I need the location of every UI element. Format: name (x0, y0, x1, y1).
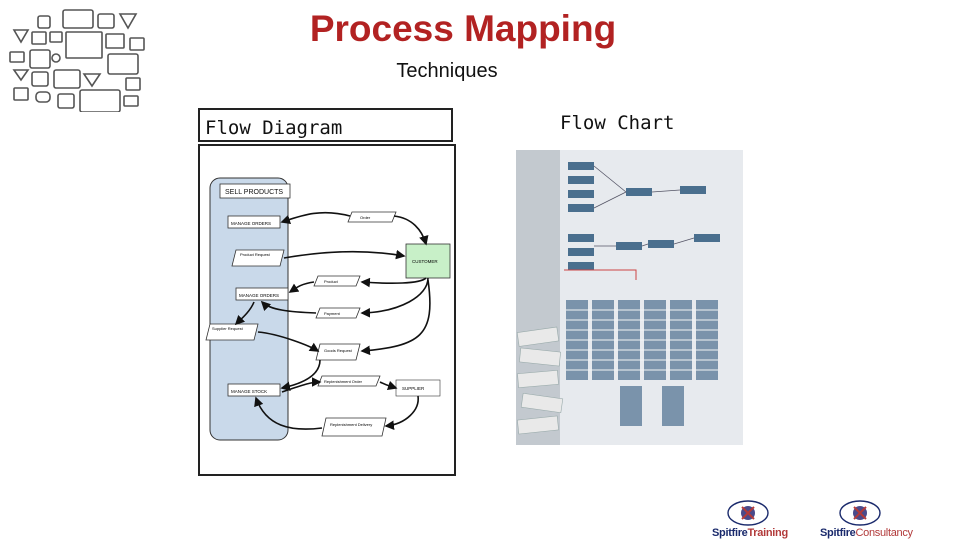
connector (393, 215, 429, 246)
flow-diagram: SELL PRODUCTS MANAGE ORDERS MANAGE ORDER… (205, 177, 451, 441)
flow-replenishment-delivery (321, 417, 387, 437)
shapes-doodle-icon (9, 9, 145, 112)
page-subtitle: Techniques (396, 60, 498, 82)
logo-spitfire-consultancy: SpitfireConsultancy (820, 492, 913, 539)
connector (234, 301, 255, 326)
logo-training-brand: Spitfire (712, 527, 748, 539)
svg-text:Payment: Payment (324, 311, 341, 316)
logo-consultancy-suffix: Consultancy (855, 527, 914, 539)
swimlane-title-box (219, 183, 291, 199)
logo-spitfire-training: SpitfireTraining (712, 492, 792, 539)
connector (280, 211, 351, 225)
connector (360, 277, 429, 318)
svg-text:Supplier Request: Supplier Request (212, 326, 244, 331)
flow-order (347, 211, 397, 223)
process-manage-orders-1 (227, 215, 281, 229)
svg-text:MANAGE ORDERS: MANAGE ORDERS (231, 221, 271, 226)
connector (254, 396, 323, 430)
swimlane-title: SELL PRODUCTS (225, 189, 283, 196)
connector (260, 300, 317, 314)
connector (280, 359, 321, 392)
spitfire-consultancy-emblem-icon (839, 500, 881, 526)
flow-product (313, 275, 361, 287)
svg-text:Replenishment Order: Replenishment Order (324, 379, 363, 384)
spitfire-training-emblem-icon (727, 500, 769, 526)
connector (360, 277, 427, 288)
connector (281, 377, 322, 393)
connector (360, 279, 431, 356)
svg-text:CUSTOMER: CUSTOMER (412, 259, 438, 264)
svg-text:SUPPLIER: SUPPLIER (402, 386, 425, 391)
flow-product-request-label: Product Request (240, 252, 271, 257)
flow-chart-label: Flow Chart (560, 112, 675, 134)
svg-text:Order: Order (360, 215, 371, 220)
process-manage-stock (227, 383, 281, 397)
flow-diagram-label: Flow Diagram (198, 108, 453, 142)
flow-goods-request (315, 343, 361, 361)
logo-training-suffix: Training (747, 527, 789, 539)
svg-text:MANAGE ORDERS: MANAGE ORDERS (239, 293, 279, 298)
process-manage-orders-2 (235, 287, 289, 301)
svg-text:Replenishment Delivery: Replenishment Delivery (330, 422, 372, 427)
flow-chart-photo (516, 150, 743, 445)
connector (384, 395, 419, 430)
flow-diagram-frame: SELL PRODUCTS MANAGE ORDERS MANAGE ORDER… (198, 144, 456, 476)
connector (288, 281, 315, 293)
svg-text:Goods Request: Goods Request (324, 348, 353, 353)
swimlane (209, 177, 289, 441)
svg-text:MANAGE STOCK: MANAGE STOCK (231, 389, 267, 394)
connector (379, 380, 398, 391)
flow-payment (315, 307, 361, 319)
page-title: Process Mapping (309, 8, 617, 49)
logo-consultancy-brand: Spitfire (820, 527, 856, 539)
flow-product-request (231, 249, 285, 267)
svg-text:Product: Product (324, 279, 339, 284)
connector (283, 249, 406, 260)
connector (257, 331, 320, 352)
entity-customer (405, 243, 451, 279)
